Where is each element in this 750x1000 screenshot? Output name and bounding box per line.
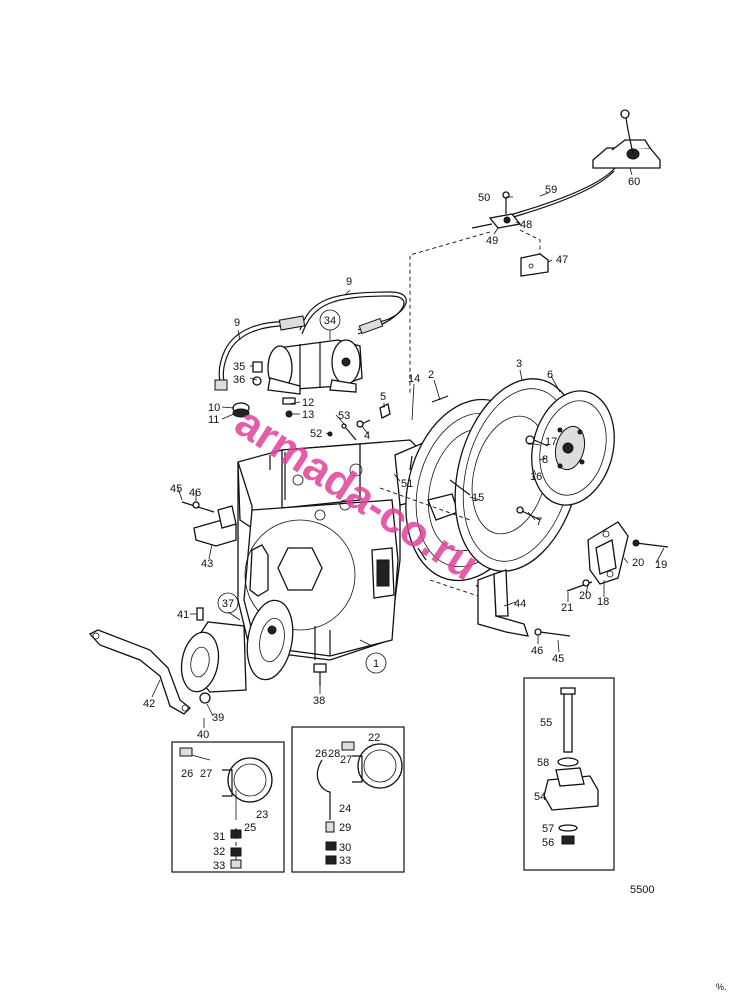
callout-3: 3 [516,358,522,370]
callout-20-upper: 20 [632,557,644,569]
small-bolts [327,403,391,441]
callout-16: 16 [530,471,542,483]
callout-18: 18 [597,596,609,608]
leader-lines [151,167,665,728]
callout-41: 41 [177,609,189,621]
callout-29: 29 [339,822,351,834]
hydraulic-pump [267,339,363,395]
callout-51: 51 [401,478,413,490]
callout-19: 19 [655,559,667,571]
support-bracket-44 [429,569,571,637]
support-bracket-43 [181,501,237,547]
callout-49: 49 [486,235,498,247]
callout-26-left: 26 [181,768,193,780]
callout-39: 39 [212,712,224,724]
callout-47: 47 [556,254,568,266]
inset-flexible-mount-kit [523,677,615,871]
callout-2: 2 [428,369,434,381]
callout-17: 17 [545,436,557,448]
callout-12: 12 [302,397,314,409]
callout-20-lower: 20 [579,590,591,602]
callout-32: 32 [213,846,225,858]
callout-46-left: 46 [189,487,201,499]
callout-28: 28 [328,748,340,760]
callout-57: 57 [542,823,554,835]
callout-30: 30 [339,842,351,854]
callout-9-top: 9 [346,276,352,288]
corner-mark: %. [716,982,727,992]
callout-22: 22 [368,732,380,744]
callout-4: 4 [364,430,370,442]
callout-36: 36 [233,374,245,386]
callout-31: 31 [213,831,225,843]
callout-5: 5 [380,391,386,403]
hydraulic-hose-lower [218,321,293,389]
callout-45-left: 45 [170,483,182,495]
hose-fittings [232,361,296,418]
callout-8: 8 [542,454,548,466]
callout-15: 15 [472,492,484,504]
callout-35: 35 [233,361,245,373]
callout-13: 13 [302,409,314,421]
callout-11: 11 [208,414,219,426]
callout-circle-34 [319,309,341,331]
callout-44: 44 [514,598,526,610]
control-cable [499,167,616,219]
callout-labels: 1 2 3 4 5 6 7 8 9 9 10 11 12 13 14 15 16… [143,176,667,872]
inset-pressure-gauge-kit [291,726,405,873]
callout-1: 1 [373,658,379,670]
callout-56: 56 [542,837,554,849]
callout-7: 7 [536,516,542,528]
callout-6: 6 [547,369,553,381]
callout-27-mid: 27 [340,754,352,766]
drawing-number: 5500 [630,884,654,896]
callout-42: 42 [143,698,155,710]
inset-temp-gauge-kit [171,741,285,873]
callout-58: 58 [537,757,549,769]
callout-46-right: 46 [531,645,543,657]
callout-circle-1 [365,652,387,674]
callout-34: 34 [324,315,336,327]
callout-54: 54 [534,791,546,803]
callout-33-left: 33 [213,860,225,872]
callout-10: 10 [208,402,220,414]
control-lever-assembly [592,109,661,169]
output-flange [180,599,294,704]
callout-38: 38 [313,695,325,707]
callout-9-left: 9 [234,317,240,329]
callout-50: 50 [478,192,490,204]
callout-40: 40 [197,729,209,741]
callout-45-right: 45 [552,653,564,665]
callout-circle-37 [217,592,239,614]
callout-52: 52 [310,428,322,440]
callout-48: 48 [520,219,532,231]
callout-55: 55 [540,717,552,729]
callout-59: 59 [545,184,557,196]
housing-bolts [379,435,549,521]
callout-14: 14 [408,373,420,385]
selector-lever-arm [88,629,191,715]
callout-43: 43 [201,558,213,570]
callout-27-left: 27 [200,768,212,780]
callout-60: 60 [628,176,640,188]
callout-33-mid: 33 [339,855,351,867]
callout-23: 23 [256,809,268,821]
callout-25: 25 [244,822,256,834]
callout-37: 37 [222,598,234,610]
callout-26-mid: 26 [315,748,327,760]
bracket-47 [519,229,549,277]
callout-53: 53 [338,410,350,422]
rear-engine-mount [566,521,669,592]
callout-21: 21 [561,602,573,614]
callout-24: 24 [339,803,351,815]
